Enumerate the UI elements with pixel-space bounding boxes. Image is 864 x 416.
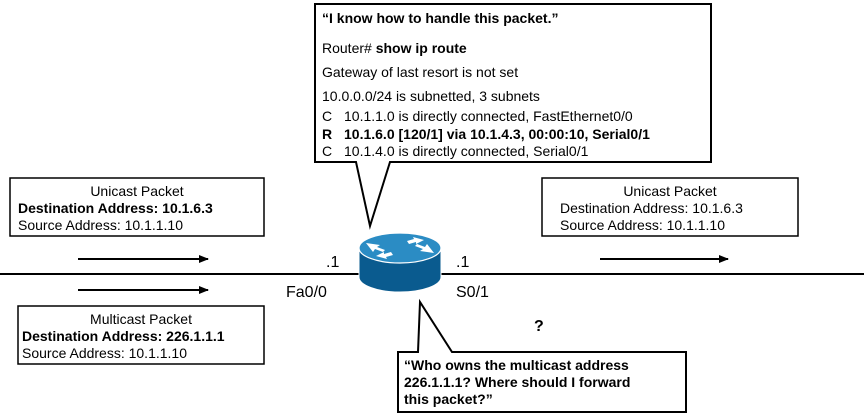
route-code: R <box>322 126 333 142</box>
routing-table-callout <box>314 3 712 230</box>
multicast-question-callout <box>397 298 687 413</box>
route-text: 10.1.4.0 is directly connected, Serial0/… <box>344 143 589 159</box>
left-interface-name: Fa0/0 <box>286 284 327 301</box>
multicast-in-destination: Destination Address: 226.1.1.1 <box>22 328 225 345</box>
multicast-question-line: 226.1.1.1? Where should I forward <box>404 374 631 390</box>
router-icon <box>358 232 442 293</box>
question-mark: ? <box>534 318 544 335</box>
destination-label: Destination Address: <box>18 200 159 216</box>
unicast-out-title: Unicast Packet <box>623 183 717 199</box>
right-interface-ip: .1 <box>456 254 470 271</box>
route-code: C <box>322 108 333 124</box>
subnet-summary: 10.0.0.0/24 is subnetted, 3 subnets <box>322 88 540 104</box>
cli-command: show ip route <box>375 40 467 56</box>
unicast-in-source: Source Address: 10.1.1.10 <box>18 217 183 233</box>
multicast-question-line: this packet?” <box>404 391 493 407</box>
multicast-question-line: “Who owns the multicast address <box>404 357 629 373</box>
unicast-in-box <box>9 177 265 237</box>
destination-value: 226.1.1.1 <box>166 328 225 344</box>
cli-prompt: Router# <box>322 40 372 56</box>
right-interface-name: S0/1 <box>456 284 489 301</box>
multicast-in-source: Source Address: 10.1.1.10 <box>22 345 187 361</box>
unicast-out-destination: Destination Address: 10.1.6.3 <box>560 200 743 216</box>
unicast-in-title: Unicast Packet <box>90 183 184 199</box>
cli-command-line: Router# show ip route <box>322 40 467 56</box>
route-text: 10.1.6.0 [120/1] via 10.1.4.3, 00:00:10,… <box>344 126 650 142</box>
unicast-out-box <box>541 177 799 237</box>
unicast-out-source: Source Address: 10.1.1.10 <box>560 217 725 233</box>
route-text: 10.1.1.0 is directly connected, FastEthe… <box>344 108 633 124</box>
unicast-in-destination: Destination Address: 10.1.6.3 <box>18 200 213 217</box>
multicast-in-box <box>17 305 265 365</box>
destination-value: 10.1.6.3 <box>162 200 213 216</box>
destination-label: Destination Address: <box>22 328 163 344</box>
left-interface-ip: .1 <box>326 254 340 271</box>
multicast-in-title: Multicast Packet <box>90 311 192 327</box>
route-code: C <box>322 143 333 159</box>
callout-quote: “I know how to handle this packet.” <box>322 10 559 26</box>
gateway-line: Gateway of last resort is not set <box>322 64 519 80</box>
